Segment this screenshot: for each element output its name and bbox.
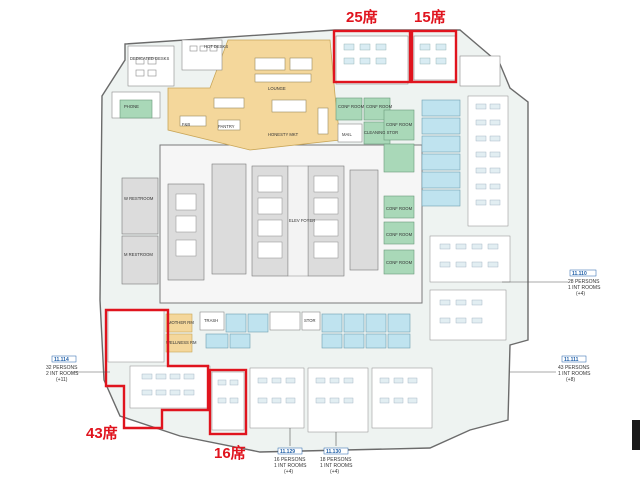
label-wellness-rm: WELLNESS RM (166, 340, 197, 345)
label-honesty-mkt: HONESTY MKT (268, 132, 299, 137)
label-stor: STOR (304, 318, 316, 323)
label-conf-room-5: CONF ROOM (386, 232, 413, 237)
svg-text:(+4): (+4) (576, 291, 585, 297)
svg-text:1 INT ROOMS: 1 INT ROOMS (558, 371, 591, 377)
svg-text:11.114: 11.114 (54, 357, 69, 363)
label-mother-rm: MOTHER RM (168, 320, 194, 325)
label-conf-room-4: CONF ROOM (386, 206, 413, 211)
svg-text:11.130: 11.130 (326, 449, 341, 455)
label-dedicated-desks: DEDICATED DESKS (130, 56, 169, 61)
label-m-restroom: M RESTROOM (124, 252, 153, 257)
svg-text:1 INT ROOMS: 1 INT ROOMS (274, 463, 307, 469)
edge-tab (632, 420, 640, 450)
svg-text:11.110: 11.110 (572, 271, 587, 277)
label-conf-room-3: CONF ROOM (386, 122, 413, 127)
svg-text:2 INT ROOMS: 2 INT ROOMS (46, 371, 79, 377)
svg-text:1 INT ROOMS: 1 INT ROOMS (568, 285, 601, 291)
seat-label-bottom-center: 16席 (214, 444, 246, 462)
svg-text:11.111: 11.111 (564, 357, 579, 363)
highlight-box-bottom-center (208, 368, 248, 436)
svg-text:(+4): (+4) (284, 469, 293, 475)
label-cleaning-stor: CLEANING STOR (364, 130, 398, 135)
callout-left: 11.114 32 PERSONS 2 INT ROOMS (+11) (46, 355, 110, 383)
highlight-box-bottom-left (104, 308, 210, 430)
conf-rooms-right (383, 109, 415, 275)
svg-text:18 PERSONS: 18 PERSONS (320, 457, 352, 463)
svg-text:(+11): (+11) (56, 377, 68, 383)
label-w-restroom: W RESTROOM (124, 196, 154, 201)
svg-text:43 PERSONS: 43 PERSONS (558, 365, 590, 371)
label-fb: F&B (182, 122, 190, 127)
phone-room-left (119, 99, 153, 119)
label-trash: TRASH (204, 318, 218, 323)
blue-rooms-bottom (205, 313, 411, 349)
desk-cluster-right (429, 95, 511, 341)
wellness-rooms (165, 313, 193, 353)
label-conf-room-6: CONF ROOM (386, 260, 413, 265)
seat-label-top-right: 15席 (414, 8, 446, 26)
conf-rooms-top (335, 97, 391, 145)
label-conf-room-1: CONF ROOM (338, 104, 365, 109)
label-elev-foyer: ELEV FOYER (289, 218, 315, 223)
svg-text:32 PERSONS: 32 PERSONS (46, 365, 78, 371)
callout-bottom-2: 11.130 18 PERSONS 1 INT ROOMS (+4) (320, 432, 353, 475)
callout-bottom-1: 11.129 16 PERSONS 1 INT ROOMS (+4) (274, 428, 307, 475)
svg-text:28 PERSONS: 28 PERSONS (568, 279, 600, 285)
svg-text:(+8): (+8) (566, 377, 575, 383)
mail-room (337, 123, 363, 143)
callout-right-upper: 11.110 28 PERSONS 1 INT ROOMS (+4) (502, 269, 601, 297)
lounge-furniture (179, 57, 329, 135)
highlight-box-top-right (410, 29, 458, 84)
label-pantry: PANTRY (218, 124, 235, 129)
elev-foyer (287, 165, 309, 277)
desk-cluster-bottom (107, 309, 433, 433)
svg-text:11.129: 11.129 (280, 449, 295, 455)
svg-text:16 PERSONS: 16 PERSONS (274, 457, 306, 463)
label-phone: PHONE (124, 104, 139, 109)
callout-right-lower: 11.111 43 PERSONS 1 INT ROOMS (+8) (510, 355, 591, 383)
label-lounge: LOUNGE (268, 86, 286, 91)
svg-text:(+4): (+4) (330, 469, 339, 475)
blue-rooms-right (421, 99, 461, 207)
seat-label-top-center: 25席 (346, 8, 378, 26)
label-conf-room-2: CONF ROOM (366, 104, 393, 109)
highlight-box-top-center (332, 29, 412, 84)
label-mail: MAIL (342, 132, 352, 137)
seat-label-bottom-left: 43席 (86, 424, 118, 442)
svg-text:1 INT ROOMS: 1 INT ROOMS (320, 463, 353, 469)
label-hot-desks: HOT DESKS (204, 44, 228, 49)
